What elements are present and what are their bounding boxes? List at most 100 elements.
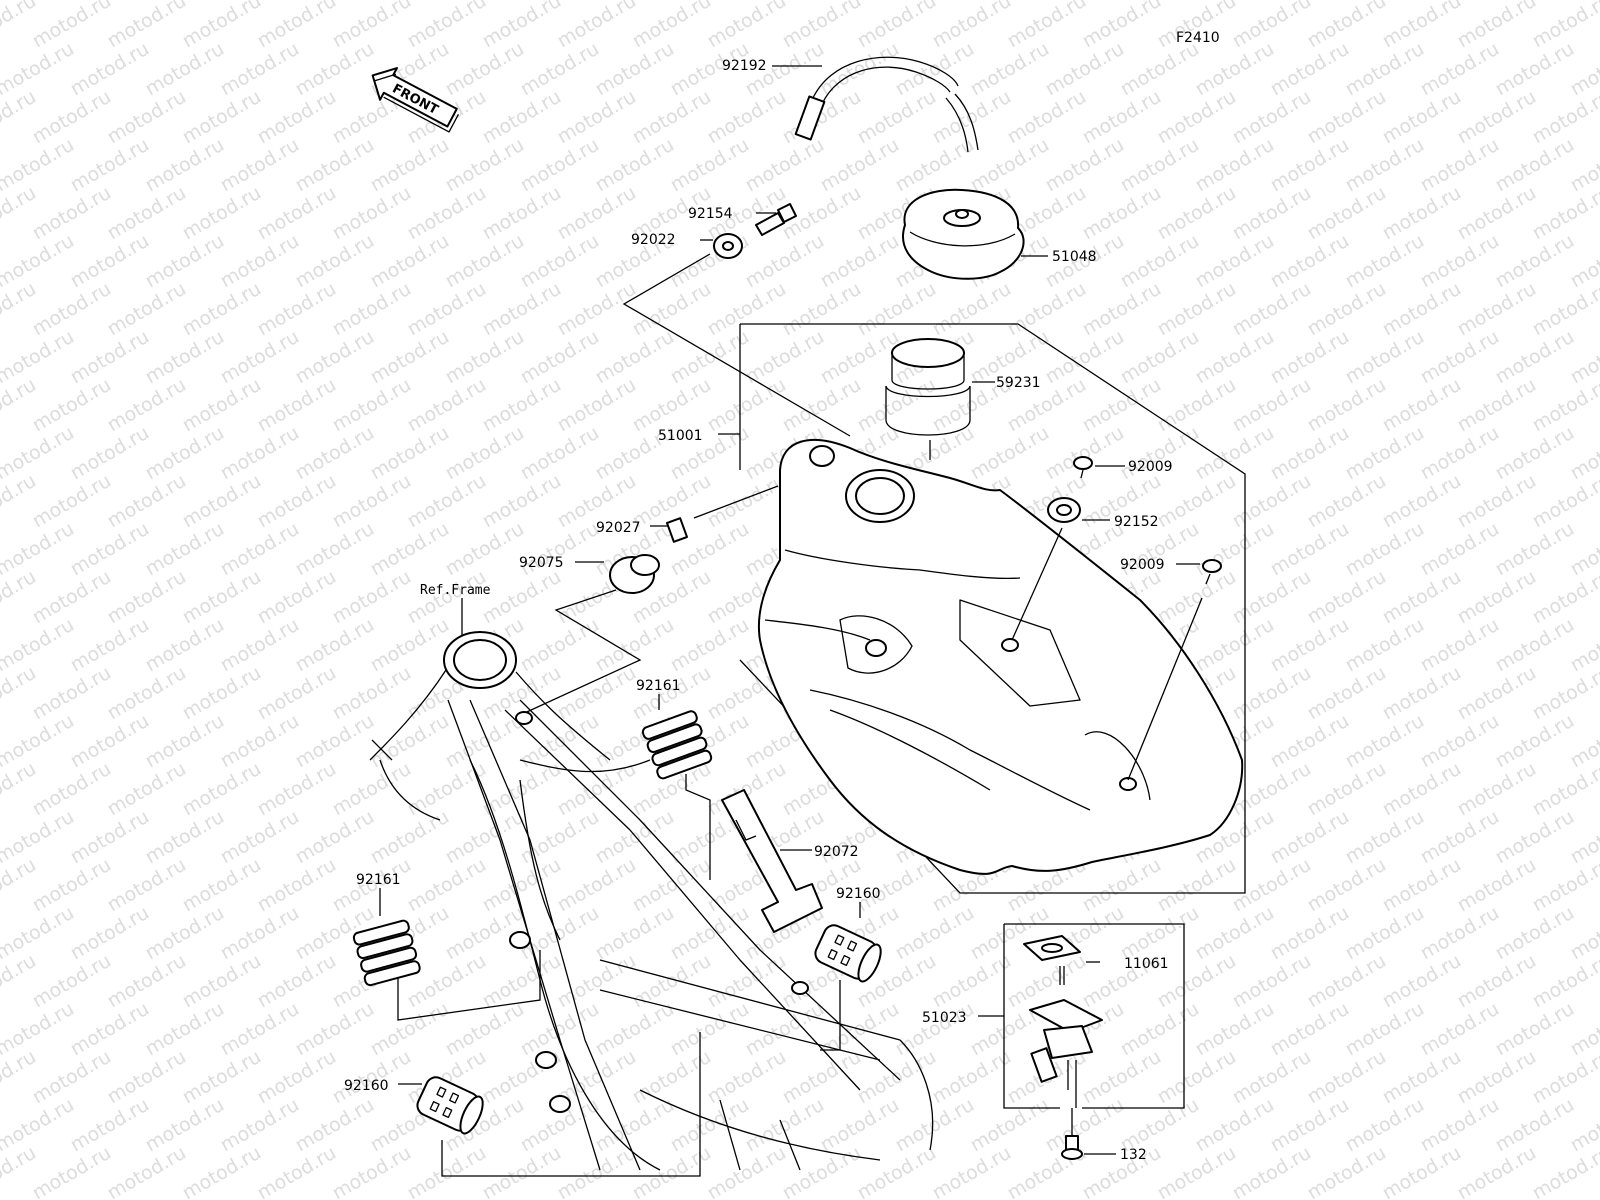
watermark-text: motod.ru xyxy=(1079,182,1165,245)
watermark-text: motod.ru xyxy=(479,566,565,629)
watermark-text: motod.ru xyxy=(104,1142,190,1200)
watermark-text: motod.ru xyxy=(29,86,115,149)
watermark-text: motod.ru xyxy=(554,182,640,245)
watermark-text: motod.ru xyxy=(1304,1046,1390,1109)
watermark-text: motod.ru xyxy=(1304,950,1390,1013)
watermark-text: motod.ru xyxy=(29,1142,115,1200)
watermark-text: motod.ru xyxy=(704,470,790,533)
label-92160-right: 92160 xyxy=(836,886,881,902)
watermark-text: motod.ru xyxy=(1267,38,1353,101)
watermark-text: motod.ru xyxy=(1342,422,1428,485)
watermark-text: motod.ru xyxy=(367,518,453,581)
watermark-text: motod.ru xyxy=(479,0,565,52)
watermark-text: motod.ru xyxy=(1492,134,1578,197)
watermark-text: motod.ru xyxy=(217,806,303,869)
watermark-text: motod.ru xyxy=(29,278,115,341)
watermark-text: motod.ru xyxy=(1492,38,1578,101)
watermark-text: motod.ru xyxy=(179,758,265,821)
watermark-text: motod.ru xyxy=(442,230,528,293)
watermark-text: motod.ru xyxy=(517,38,603,101)
watermark-text: motod.ru xyxy=(1117,134,1203,197)
watermark-text: motod.ru xyxy=(217,998,303,1061)
watermark-text: motod.ru xyxy=(1229,566,1315,629)
watermark-text: motod.ru xyxy=(817,134,903,197)
watermark-text: motod.ru xyxy=(592,38,678,101)
watermark-text: motod.ru xyxy=(104,566,190,629)
watermark-text: motod.ru xyxy=(1192,422,1278,485)
watermark-text: motod.ru xyxy=(367,134,453,197)
watermark-text: motod.ru xyxy=(1529,1142,1600,1200)
watermark-text: motod.ru xyxy=(1417,230,1503,293)
watermark-text: motod.ru xyxy=(1117,998,1203,1061)
watermark-text: motod.ru xyxy=(667,902,753,965)
watermark-text: motod.ru xyxy=(217,326,303,389)
watermark-text: motod.ru xyxy=(1417,998,1503,1061)
watermark-text: motod.ru xyxy=(592,1094,678,1157)
watermark-text: motod.ru xyxy=(404,374,490,437)
watermark-text: motod.ru xyxy=(292,422,378,485)
watermark-text: motod.ru xyxy=(779,0,865,52)
watermark-text: motod.ru xyxy=(1454,278,1540,341)
watermark-text: motod.ru xyxy=(1042,38,1128,101)
watermark-text: motod.ru xyxy=(1229,662,1315,725)
watermark-text: motod.ru xyxy=(1154,1046,1240,1109)
watermark-text: motod.ru xyxy=(1267,998,1353,1061)
watermark-text: motod.ru xyxy=(179,0,265,52)
watermark-text: motod.ru xyxy=(704,374,790,437)
watermark-text: motod.ru xyxy=(1304,470,1390,533)
watermark-text: motod.ru xyxy=(329,470,415,533)
watermark-text: motod.ru xyxy=(104,470,190,533)
watermark-text: motod.ru xyxy=(1379,758,1465,821)
watermark-text: motod.ru xyxy=(1267,230,1353,293)
watermark-text: motod.ru xyxy=(1417,1094,1503,1157)
watermark-text: motod.ru xyxy=(142,38,228,101)
watermark-text: motod.ru xyxy=(329,758,415,821)
watermark-text: motod.ru xyxy=(967,134,1053,197)
watermark-text: motod.ru xyxy=(1379,662,1465,725)
watermark-text: motod.ru xyxy=(479,470,565,533)
watermark-text: motod.ru xyxy=(1492,998,1578,1061)
watermark-text: motod.ru xyxy=(1154,374,1240,437)
watermark-text: motod.ru xyxy=(1229,0,1315,52)
screw-92009-upper xyxy=(1073,456,1125,479)
watermark-text: motod.ru xyxy=(1192,614,1278,677)
watermark-text: motod.ru xyxy=(179,854,265,917)
watermark-text: motod.ru xyxy=(629,0,715,52)
watermark-text: motod.ru xyxy=(1492,230,1578,293)
watermark-text: motod.ru xyxy=(1229,278,1315,341)
watermark-text: motod.ru xyxy=(67,134,153,197)
watermark-text: motod.ru xyxy=(1417,134,1503,197)
watermark-text: motod.ru xyxy=(1304,758,1390,821)
watermark-text: motod.ru xyxy=(517,902,603,965)
watermark-text: motod.ru xyxy=(1229,374,1315,437)
watermark-text: motod.ru xyxy=(254,566,340,629)
watermark-text: motod.ru xyxy=(404,950,490,1013)
watermark-text: motod.ru xyxy=(629,374,715,437)
watermark-text: motod.ru xyxy=(179,1142,265,1200)
watermark-text: motod.ru xyxy=(1192,998,1278,1061)
watermark-text: motod.ru xyxy=(592,134,678,197)
watermark-text: motod.ru xyxy=(1304,1142,1390,1200)
watermark-text: motod.ru xyxy=(104,758,190,821)
watermark-text: motod.ru xyxy=(217,422,303,485)
watermark-text: motod.ru xyxy=(254,950,340,1013)
watermark-text: motod.ru xyxy=(1117,326,1203,389)
watermark-text: motod.ru xyxy=(1229,950,1315,1013)
watermark-text: motod.ru xyxy=(1192,38,1278,101)
watermark-text: motod.ru xyxy=(704,278,790,341)
watermark-text: motod.ru xyxy=(1454,470,1540,533)
watermark-text: motod.ru xyxy=(217,710,303,773)
watermark-text: motod.ru xyxy=(667,998,753,1061)
watermark-text: motod.ru xyxy=(1342,326,1428,389)
watermark-text: motod.ru xyxy=(67,902,153,965)
watermark-text: motod.ru xyxy=(142,230,228,293)
watermark-text: motod.ru xyxy=(1004,86,1090,149)
label-51048: 51048 xyxy=(1052,249,1097,265)
watermark-text: motod.ru xyxy=(1229,182,1315,245)
watermark-text: motod.ru xyxy=(1417,806,1503,869)
watermark-text: motod.ru xyxy=(1079,0,1165,52)
watermark-text: motod.ru xyxy=(1454,566,1540,629)
watermark-text: motod.ru xyxy=(1417,422,1503,485)
watermark-text: motod.ru xyxy=(404,0,490,52)
watermark-text: motod.ru xyxy=(1454,1046,1540,1109)
